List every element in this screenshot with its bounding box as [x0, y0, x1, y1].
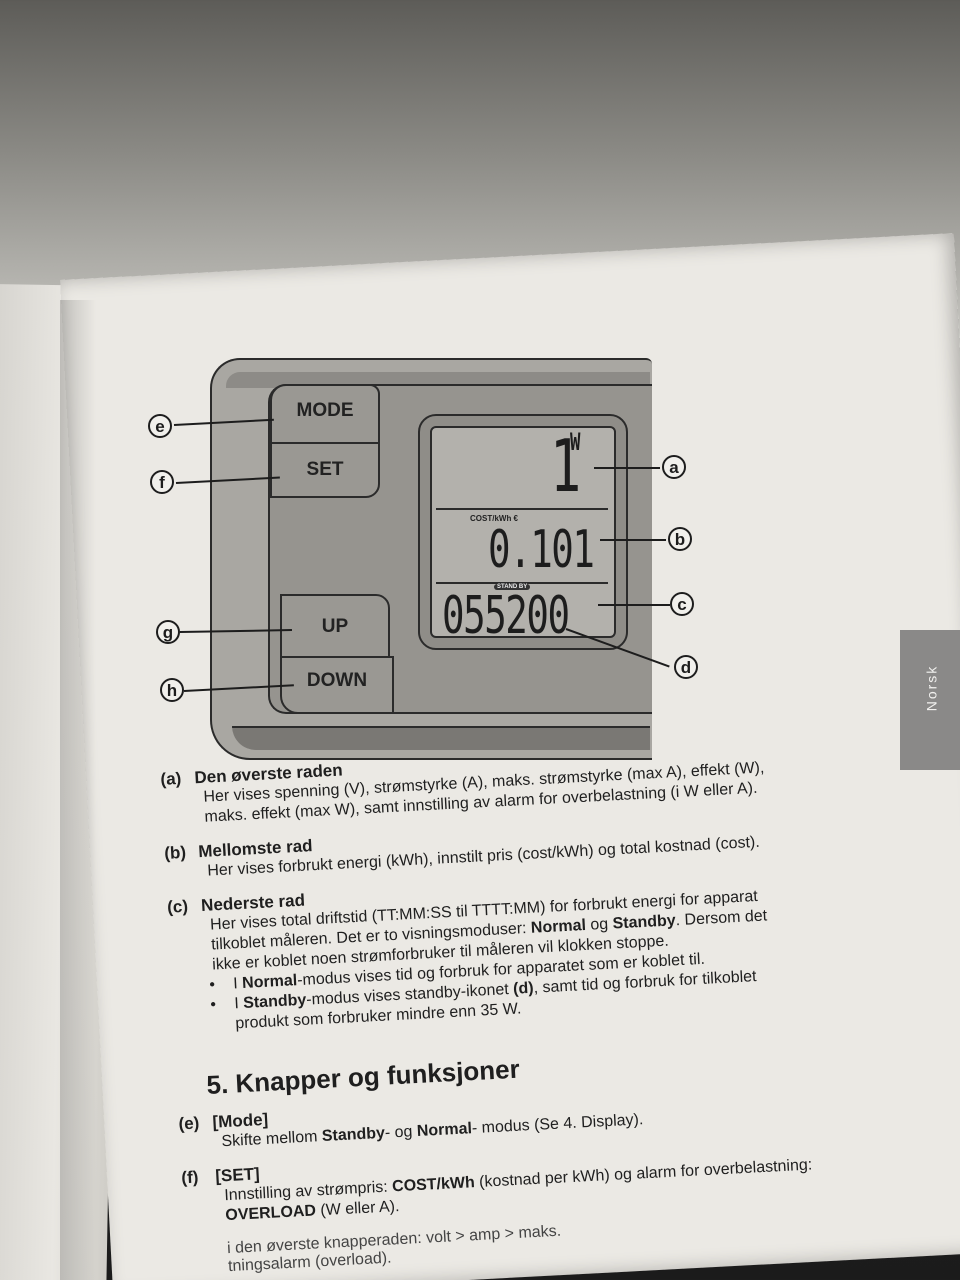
bullet-standby-d: (d) — [512, 979, 535, 998]
bullet-standby-bold: Standby — [242, 991, 307, 1012]
item-e-standby: Standby — [321, 1124, 386, 1146]
item-c-line-2-b: . Dersom det — [675, 907, 768, 930]
callout-c: c — [670, 592, 694, 616]
item-e-pre: Skifte mellom — [221, 1128, 323, 1151]
lcd-top-unit: W — [570, 428, 580, 456]
item-e-mid: - og — [384, 1123, 418, 1142]
callout-f: f — [150, 470, 174, 494]
item-b-tag: (b) — [163, 842, 187, 863]
item-c-tag: (c) — [166, 896, 189, 917]
item-c-standby: Standby — [612, 912, 677, 933]
language-tab: Norsk — [900, 630, 960, 770]
lcd-middle-value: 0.101 — [488, 520, 595, 580]
callout-h: h — [160, 678, 184, 702]
lcd-bottom-value: 055200 — [442, 586, 570, 646]
item-a-tag: (a) — [160, 768, 182, 789]
down-button-label: DOWN — [306, 670, 368, 691]
item-f-tag: (f) — [180, 1167, 199, 1188]
callout-g: g — [156, 620, 180, 644]
callout-a: a — [662, 455, 686, 479]
standby-icon: STAND BY — [494, 584, 531, 590]
item-e-tag: (e) — [178, 1113, 200, 1134]
item-c: (c) Nederste rad Her vises total driftst… — [167, 859, 913, 1038]
bullet-normal-bold: Normal — [241, 972, 298, 992]
mode-button-label: MODE — [296, 400, 354, 421]
callout-b: b — [668, 527, 692, 551]
leader-b — [600, 539, 666, 541]
lcd-screen — [430, 426, 616, 638]
callout-d: d — [674, 655, 698, 679]
language-tab-label: Norsk — [923, 664, 940, 712]
lcd-cost-label: COST/kWh € — [470, 514, 519, 523]
item-c-normal: Normal — [530, 916, 587, 937]
mode-button: MODE — [270, 384, 380, 444]
lcd-divider-top — [436, 508, 608, 510]
up-button-label: UP — [321, 616, 349, 637]
down-button: DOWN — [280, 656, 394, 714]
item-e-normal: Normal — [416, 1120, 473, 1141]
callout-e: e — [148, 414, 172, 438]
set-button: SET — [270, 442, 380, 498]
item-f-cost: COST/kWh — [391, 1174, 476, 1196]
item-c-og: og — [585, 915, 614, 934]
item-f-overload: OVERLOAD — [224, 1202, 317, 1225]
lcd-divider-bottom — [436, 582, 608, 584]
leader-a — [594, 467, 660, 469]
page-gutter — [60, 300, 96, 1280]
item-f-post2: (W eller A). — [315, 1198, 400, 1220]
lcd-top-value: 1 — [550, 424, 581, 508]
set-button-label: SET — [306, 459, 344, 480]
leader-c — [598, 604, 670, 606]
device-bottom-edge — [232, 726, 650, 750]
up-button: UP — [280, 594, 390, 658]
manual-text: (a) Den øverste raden Her vises spenning… — [160, 731, 926, 1278]
